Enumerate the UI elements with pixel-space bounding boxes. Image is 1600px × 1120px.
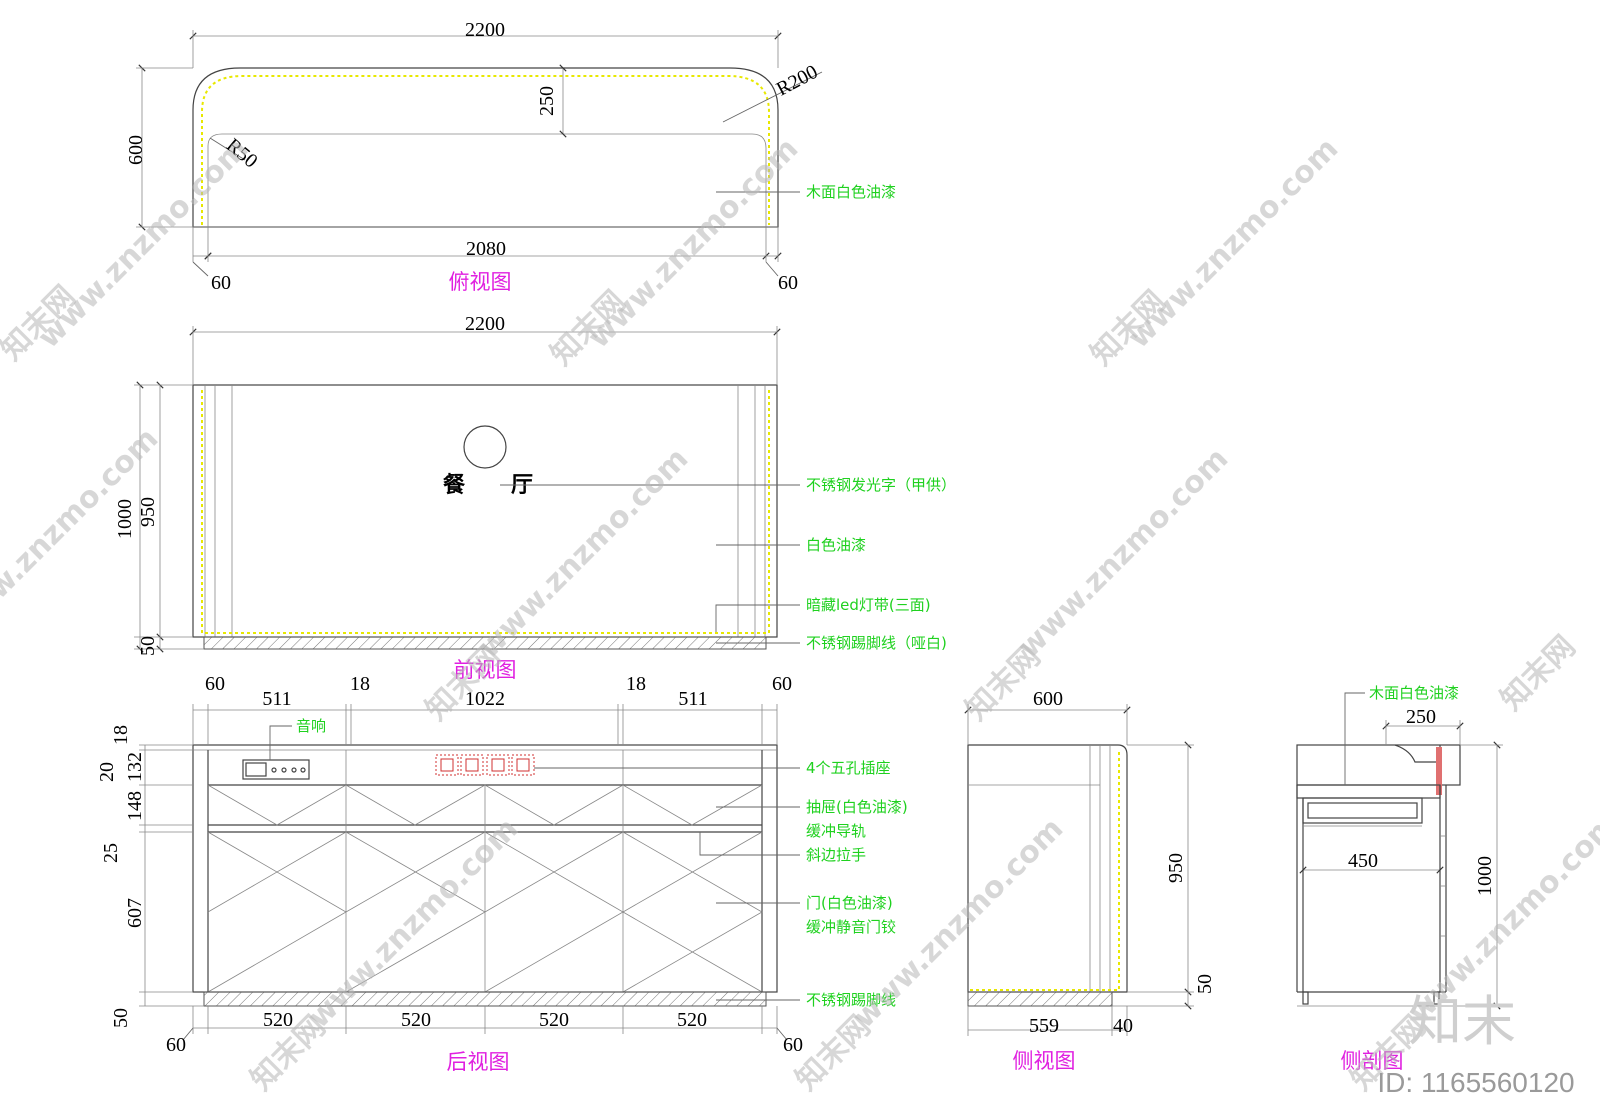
back-dim-left-3: 132	[124, 752, 146, 782]
top-dim-60-left: 60	[211, 272, 231, 294]
watermark-site-5: www.znzmo.com	[471, 441, 695, 665]
section-dim-450: 450	[1348, 850, 1378, 872]
back-view-plinth	[203, 991, 767, 1007]
front-note-plinth: 不锈钢踢脚线（哑白)	[806, 634, 947, 652]
back-dim-left-2: 20	[96, 762, 118, 782]
back-dim-top-2: 511	[262, 688, 291, 710]
back-dim-top-3: 18	[350, 673, 370, 695]
side-dim-40: 40	[1113, 1015, 1133, 1037]
section-drawer	[1302, 797, 1423, 824]
socket-group	[435, 754, 535, 776]
back-view-title: 后视图	[447, 1050, 510, 1074]
side-view-plinth	[967, 991, 1113, 1007]
top-view-inner-line	[207, 133, 767, 227]
back-dim-left-1: 18	[110, 725, 132, 745]
speaker-panel	[242, 759, 310, 780]
sign-char-1: 餐	[443, 473, 466, 498]
front-view-title: 前视图	[454, 658, 517, 682]
front-view-led-strip	[201, 390, 770, 634]
back-dim-left-6: 607	[124, 898, 146, 928]
back-dim-bottom-1: 520	[263, 1009, 293, 1031]
back-dim-top-1: 60	[205, 673, 225, 695]
sign-char-2: 厅	[511, 473, 533, 498]
back-dim-top-5: 18	[626, 673, 646, 695]
top-dim-2200: 2200	[465, 19, 505, 41]
side-view-title: 侧视图	[1013, 1049, 1076, 1073]
section-dim-1000: 1000	[1474, 856, 1496, 896]
note-sockets: 4个五孔插座	[806, 759, 891, 777]
top-dim-60-right: 60	[778, 272, 798, 294]
front-dim-950: 950	[137, 497, 159, 527]
top-dim-250: 250	[536, 86, 558, 116]
section-top-volume	[1296, 744, 1461, 786]
note-hinge: 缓冲静音门铰	[806, 918, 896, 936]
watermark-site-6: www.znzmo.com	[1011, 441, 1235, 665]
side-dim-559: 559	[1029, 1015, 1059, 1037]
back-dim-left-7: 50	[110, 1008, 132, 1028]
watermark-site-4: www.znzmo.com	[0, 421, 165, 645]
top-view: 2200 600 250 R200 R50 2080 60 60 木面白色油漆 …	[125, 19, 896, 294]
back-dim-left-4: 148	[124, 791, 146, 821]
front-view: 餐 厅 2200 1000 950 50 不锈钢发光字（甲供） 白色油漆 暗藏l…	[114, 313, 956, 682]
front-view-logo-circle	[463, 425, 507, 469]
back-view: 音响 60 511 18 1022 18 511 60	[96, 673, 908, 1074]
back-dim-left-5: 25	[100, 843, 122, 863]
front-dim-50: 50	[137, 636, 159, 656]
section-dim-250: 250	[1406, 706, 1436, 728]
back-dim-top-7: 60	[772, 673, 792, 695]
front-dim-1000: 1000	[114, 499, 136, 539]
note-door: 门(白色油漆)	[806, 894, 893, 912]
note-handle: 斜边拉手	[806, 846, 866, 864]
front-note-letters: 不锈钢发光字（甲供）	[806, 476, 956, 494]
section-note-finish: 木面白色油漆	[1369, 684, 1459, 702]
note-plinth: 不锈钢踢脚线	[806, 991, 896, 1009]
top-view-outline	[192, 67, 779, 228]
back-dim-bottom-3: 520	[539, 1009, 569, 1031]
watermark-id: ID: 1165560120	[1377, 1067, 1574, 1098]
top-dim-r200: R200	[773, 61, 822, 101]
watermark-logo: 知末	[1408, 990, 1516, 1053]
top-note-finish: 木面白色油漆	[806, 183, 896, 201]
back-dim-bottom-2: 520	[401, 1009, 431, 1031]
section-countertop	[1296, 784, 1441, 799]
back-dim-bottom-4: 520	[677, 1009, 707, 1031]
note-speaker: 音响	[296, 717, 326, 735]
front-dim-2200: 2200	[465, 313, 505, 335]
front-note-paint: 白色油漆	[806, 536, 866, 554]
front-view-body	[192, 384, 778, 638]
top-dim-600: 600	[125, 135, 147, 165]
back-dim-bottom-right-60: 60	[783, 1034, 803, 1056]
note-drawer: 抽屉(白色油漆)	[806, 798, 908, 816]
top-view-led-strip	[201, 75, 770, 225]
section-view: 250 450 1000 木面白色油漆 侧剖图	[1296, 684, 1503, 1073]
back-dim-top-4: 1022	[465, 688, 505, 710]
top-dim-2080: 2080	[466, 238, 506, 260]
note-rail: 缓冲导轨	[806, 822, 866, 840]
side-dim-950: 950	[1165, 853, 1187, 883]
top-view-title: 俯视图	[449, 270, 512, 294]
side-view: 600 950 50 559 40 侧视图	[964, 688, 1216, 1073]
section-view-title: 侧剖图	[1341, 1049, 1404, 1073]
watermark-brand-7: 知末网	[1494, 629, 1582, 717]
back-dim-bottom-left-60: 60	[166, 1034, 186, 1056]
side-dim-600: 600	[1033, 688, 1063, 710]
side-dim-50: 50	[1194, 974, 1216, 994]
watermark-layer: www.znzmo.com 知末网 www.znzmo.com 知末网 www.…	[0, 131, 1600, 1098]
front-note-led: 暗藏led灯带(三面)	[806, 596, 931, 614]
side-view-body	[967, 744, 1128, 993]
watermark-brand-5: 知末网	[419, 639, 507, 727]
watermark-brand-6: 知末网	[959, 639, 1047, 727]
back-dim-top-6: 511	[678, 688, 707, 710]
